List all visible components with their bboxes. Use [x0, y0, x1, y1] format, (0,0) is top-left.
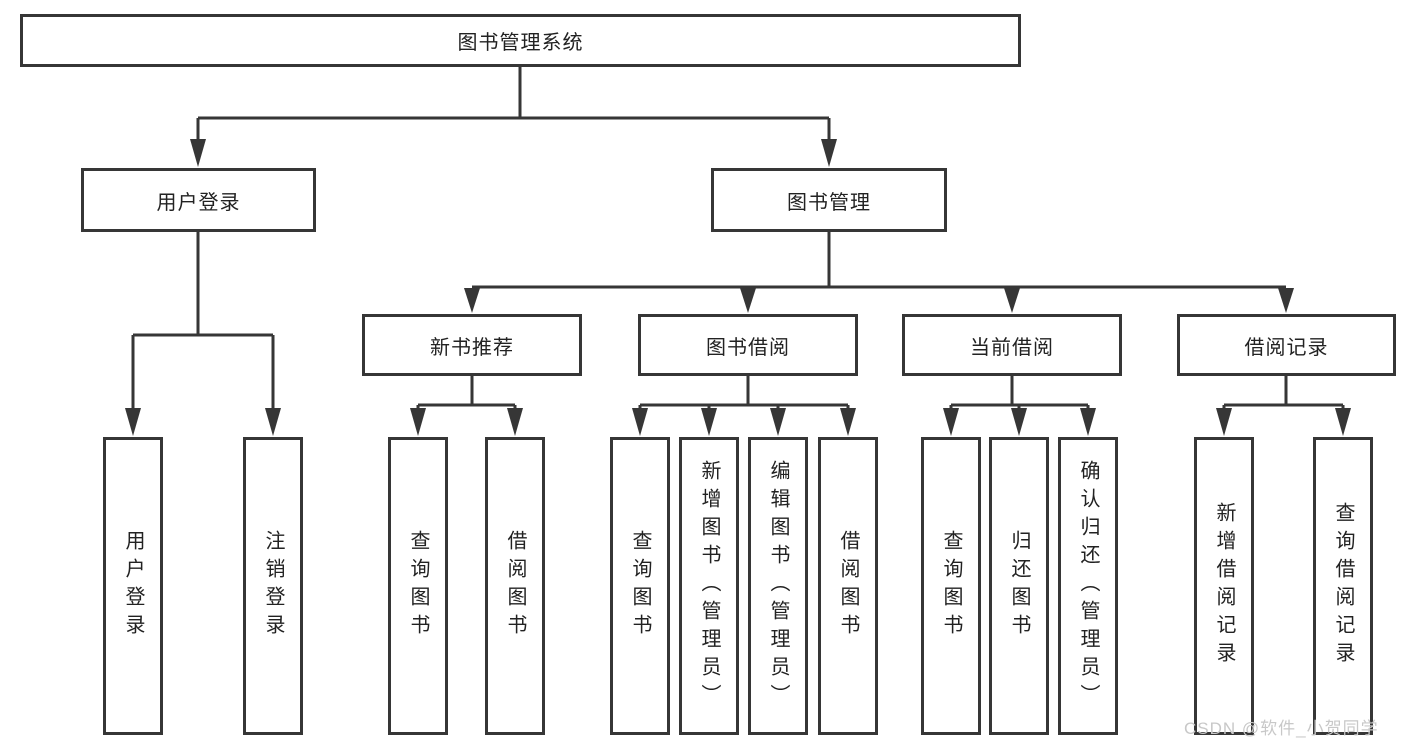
arrowhead: [632, 408, 648, 436]
arrowhead: [507, 408, 523, 436]
node-book-borrow: 图书借阅: [638, 314, 858, 376]
arrowhead: [1011, 408, 1027, 436]
leaf-borrow-books: 借阅图书: [818, 437, 878, 735]
arrowhead: [840, 408, 856, 436]
arrowhead: [1004, 288, 1020, 313]
arrowhead: [701, 408, 717, 436]
arrowhead: [1335, 408, 1351, 436]
leaf-query-books-current: 查询图书: [921, 437, 981, 735]
csdn-watermark: CSDN @软件_小贺同学: [1184, 719, 1379, 738]
connector-book-borrow-to-leaves: [638, 376, 850, 410]
node-book-management: 图书管理: [711, 168, 947, 232]
connector-new-book-recommend-to-leaves: [416, 376, 517, 410]
leaf-return-books: 归还图书: [989, 437, 1049, 735]
connector-user-login-to-leaves: [131, 232, 275, 411]
leaf-logout: 注销登录: [243, 437, 303, 735]
leaf-confirm-return-admin: 确认归还（管理员）: [1058, 437, 1118, 735]
node-user-login: 用户登录: [81, 168, 316, 232]
arrowhead: [410, 408, 426, 436]
arrowhead: [1278, 288, 1294, 313]
node-new-book-recommend: 新书推荐: [362, 314, 582, 376]
connector-book-management-to-level3: [472, 232, 1286, 289]
leaf-borrow-books-recommend: 借阅图书: [485, 437, 545, 735]
leaf-query-borrow-record: 查询借阅记录: [1313, 437, 1373, 735]
node-borrow-records: 借阅记录: [1177, 314, 1396, 376]
leaf-add-books-admin: 新增图书（管理员）: [679, 437, 739, 735]
connector-current-borrow-to-leaves: [949, 376, 1090, 410]
arrowhead: [770, 408, 786, 436]
arrowhead: [1080, 408, 1096, 436]
arrowhead: [464, 288, 480, 313]
node-root-library-management-system: 图书管理系统: [20, 14, 1021, 67]
arrowhead: [821, 139, 837, 167]
leaf-query-books-borrow: 查询图书: [610, 437, 670, 735]
arrowhead: [943, 408, 959, 436]
leaf-edit-books-admin: 编辑图书（管理员）: [748, 437, 808, 735]
node-current-borrow: 当前借阅: [902, 314, 1122, 376]
leaf-add-borrow-record: 新增借阅记录: [1194, 437, 1254, 735]
connector-root-to-level2: [196, 67, 831, 142]
arrowhead: [1216, 408, 1232, 436]
arrowhead: [190, 139, 206, 167]
arrowhead: [265, 408, 281, 436]
leaf-user-login: 用户登录: [103, 437, 163, 735]
arrowhead: [740, 288, 756, 313]
leaf-query-books-recommend: 查询图书: [388, 437, 448, 735]
connector-borrow-records-to-leaves: [1222, 376, 1345, 410]
arrowhead: [125, 408, 141, 436]
